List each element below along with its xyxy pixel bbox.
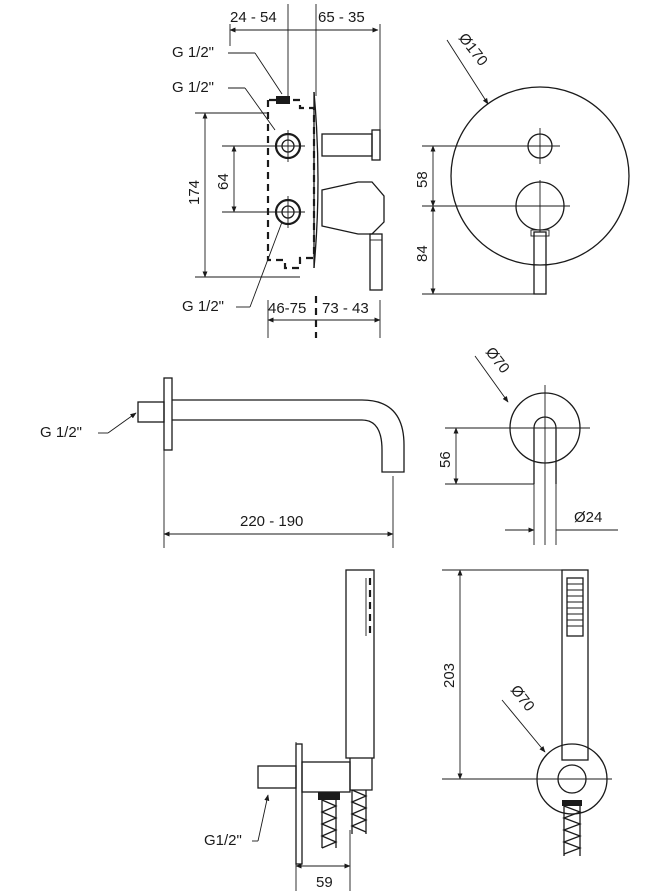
thread-label-bottom: G 1/2" [182, 298, 224, 315]
spout-diameter-label: Ø24 [574, 509, 602, 526]
spout-height-label: 56 [437, 451, 454, 468]
plate-diameter-label: Ø170 [455, 30, 491, 69]
thread-label-top-1: G 1/2" [172, 44, 214, 61]
hand-shower-thread-label: G1/2" [204, 832, 242, 849]
thread-label-top-2: G 1/2" [172, 79, 214, 96]
mixer-side-view: 24 - 54 65 - 35 G 1/2" G 1/2" 174 64 [172, 4, 385, 338]
dim-bottom-right: 73 - 43 [322, 300, 369, 317]
hand-shower-depth-label: 59 [316, 874, 333, 891]
hand-shower-rosette-diameter: Ø70 [507, 682, 538, 715]
dim-top-right: 65 - 35 [318, 9, 365, 26]
mixer-front-view: Ø170 58 84 [414, 30, 630, 295]
dim-lower-spacing: 84 [414, 245, 431, 262]
hand-shower-side-view: G1/2" 59 [204, 569, 375, 891]
dim-top-left: 24 - 54 [230, 9, 277, 26]
dim-height-total: 174 [186, 180, 203, 205]
hand-shower-front-view: 203 Ø70 [441, 569, 612, 856]
dim-upper-spacing: 58 [414, 171, 431, 188]
dim-height-inner: 64 [215, 173, 232, 190]
hand-shower-height-label: 203 [441, 663, 458, 688]
dim-bottom-left: 46-75 [268, 300, 306, 317]
spout-front-view: Ø70 56 Ø24 [437, 344, 618, 545]
spout-thread-label: G 1/2" [40, 424, 82, 441]
spout-side-view: G 1/2" 220 - 190 [40, 377, 405, 548]
spout-length-label: 220 - 190 [240, 513, 303, 530]
